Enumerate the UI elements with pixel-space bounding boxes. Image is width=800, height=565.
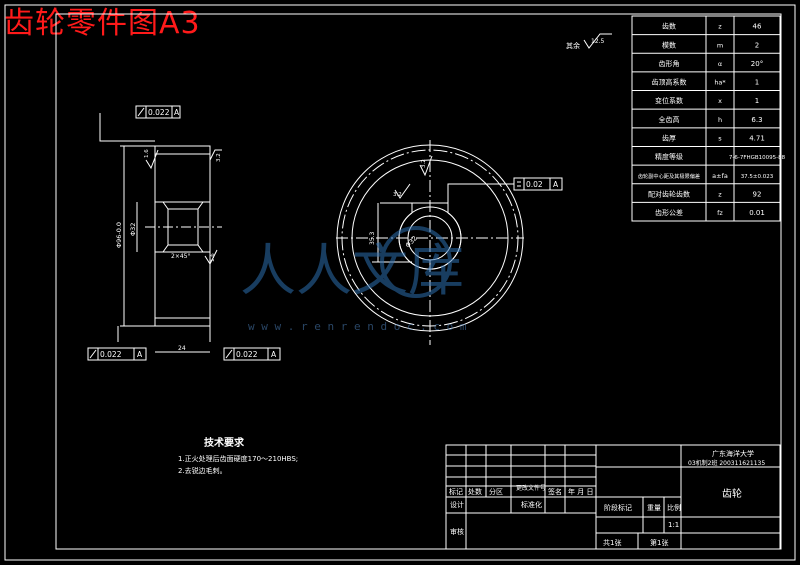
tb-hdr-count: 处数 <box>468 487 482 496</box>
page-title: 齿轮零件图A3 <box>4 6 201 41</box>
tb-class: 03机制2班 200311621135 <box>688 459 765 467</box>
rest-roughness-note: 其余 12.5 <box>566 33 612 50</box>
param-name: 齿形公差 <box>655 208 683 217</box>
param-value: 6.3 <box>751 116 762 124</box>
tb-hdr-sign: 签名 <box>548 487 562 496</box>
tol-top-datum: A <box>174 108 180 117</box>
dim-width: 24 <box>178 345 186 352</box>
param-name: 齿顶高系数 <box>652 78 687 87</box>
tb-hdr-zone: 分区 <box>489 487 503 496</box>
param-name: 变位系数 <box>655 96 683 105</box>
param-symbol: fz <box>717 209 723 217</box>
inner-frame <box>55 13 782 550</box>
tb-std: 标准化 <box>521 500 542 509</box>
front-rough-2: 3.2 <box>216 153 222 162</box>
param-symbol: z <box>718 23 722 31</box>
outer-border <box>4 4 796 561</box>
param-value: 1 <box>755 97 759 105</box>
side-view: 0.02 A 35.3 Φ32 3.2 3.2 <box>336 140 563 345</box>
tb-school: 广东海洋大学 <box>712 449 754 458</box>
rest-label: 其余 <box>566 41 580 50</box>
tech-req-line-2: 2.去锐边毛刺。 <box>178 466 227 475</box>
tb-sheet-no: 第1张 <box>650 538 668 547</box>
param-value: 2 <box>755 41 759 49</box>
param-name: 全齿高 <box>659 115 680 124</box>
param-symbol: m <box>717 41 723 49</box>
tb-scale: 1:1 <box>668 521 679 529</box>
tb-review: 审核 <box>450 527 464 536</box>
tol-bot-right-value: 0.022 <box>236 350 258 359</box>
param-symbol: s <box>718 134 722 142</box>
tol-flat-datum: A <box>553 180 559 189</box>
side-rough-key: 3.2 <box>421 159 427 168</box>
param-value: 20° <box>751 60 763 68</box>
param-name: 齿厚 <box>662 134 676 142</box>
tb-scale-label: 比例 <box>667 503 681 512</box>
param-name: 模数 <box>662 40 676 49</box>
param-value: 46 <box>753 23 762 31</box>
tol-flat-value: 0.02 <box>526 180 543 189</box>
param-value: 4.71 <box>749 134 765 142</box>
tb-hdr-mark: 标记 <box>449 487 463 496</box>
param-name: 齿形角 <box>659 59 680 68</box>
param-symbol: h <box>718 116 722 124</box>
dim-od: Φ96-0.0 <box>115 222 123 248</box>
title-block: 广东海洋大学 03机制2班 200311621135 齿轮 标记 处数 分区 更… <box>445 444 781 550</box>
tb-sheet-total: 共1张 <box>603 538 621 547</box>
tol-bot-left-datum: A <box>137 350 143 359</box>
param-name: 齿轮副中心距及其极限偏差 <box>638 172 700 180</box>
front-rough-1: 1.6 <box>144 149 150 158</box>
tech-req-line-1: 1.正火处理后齿面硬度170～210HBS; <box>178 454 298 463</box>
watermark-url: w w w . r e n r e n d o c . c o m <box>248 320 467 333</box>
watermark: 人人文库 w w w . r e n r e n d o c . c o m <box>240 226 467 333</box>
param-symbol: α <box>718 60 722 68</box>
param-name: 精度等级 <box>655 152 683 161</box>
tb-hdr-change: 更改文件号 <box>516 484 546 492</box>
side-rough-key2: 3.2 <box>393 192 402 198</box>
param-symbol: z <box>718 190 722 198</box>
param-name: 配对齿轮齿数 <box>648 189 690 198</box>
front-view: 0.022 A 0.022 A 0.022 A 24 Φ96-0.0 Φ32 2… <box>87 105 281 361</box>
watermark-text: 人人文库 <box>240 239 464 304</box>
param-symbol: ha* <box>714 79 726 87</box>
param-symbol: x <box>718 97 722 105</box>
tech-req-heading: 技术要求 <box>204 436 245 449</box>
tb-weight: 重量 <box>647 504 661 512</box>
tb-stage-mark: 阶段标记 <box>604 503 632 512</box>
param-value: 92 <box>753 190 762 198</box>
param-value: 1 <box>755 79 759 87</box>
dim-keyway: 35.3 <box>369 231 376 245</box>
dim-bore: Φ32 <box>129 223 137 236</box>
tb-design: 设计 <box>450 500 464 509</box>
front-rough-3: 1.6 <box>210 253 216 262</box>
tb-part-name: 齿轮 <box>722 487 742 500</box>
param-value: 7-6-7FHGB10095-88 <box>729 155 786 161</box>
tol-bot-left-value: 0.022 <box>100 350 122 359</box>
dim-chamfer: 2×45° <box>171 253 190 260</box>
tol-top-value: 0.022 <box>148 108 170 117</box>
param-value: 37.5±0.023 <box>741 174 774 180</box>
technical-requirements: 技术要求 1.正火处理后齿面硬度170～210HBS; 2.去锐边毛刺。 <box>178 436 298 475</box>
tol-bot-right-datum: A <box>271 350 277 359</box>
param-name: 齿数 <box>662 22 676 31</box>
rest-roughness-value: 12.5 <box>591 38 605 45</box>
parameter-table: 齿数 z 46 模数 m 2 齿形角 α 20° 齿顶高系数 ha* 1 变位系数 x 1 全齿高 h 6.3 齿厚… <box>631 15 786 222</box>
param-value: 0.01 <box>749 209 765 217</box>
tb-hdr-date: 年 月 日 <box>568 487 593 496</box>
param-symbol: a±fa <box>712 172 728 180</box>
